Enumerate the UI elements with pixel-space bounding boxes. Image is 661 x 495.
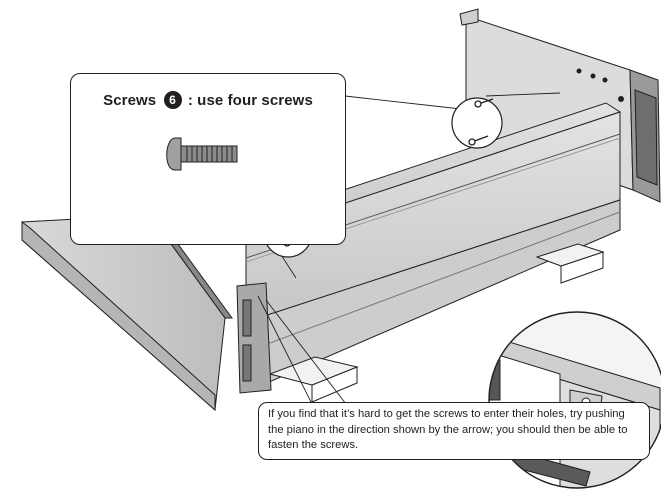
screw-icon bbox=[468, 98, 494, 146]
leg-bracket bbox=[236, 282, 272, 394]
foot-block-back bbox=[535, 243, 605, 284]
foot-block-front bbox=[268, 356, 359, 403]
screw-icon bbox=[166, 137, 238, 171]
screw-callout-title: Screws 6 : use four screws bbox=[71, 91, 345, 109]
screw-callout-suffix: : use four screws bbox=[187, 92, 313, 109]
assembly-tip-text: If you find that it’s hard to get the sc… bbox=[268, 408, 628, 451]
screw-magnifier-right bbox=[451, 97, 503, 149]
part-number-badge: 6 bbox=[163, 91, 182, 109]
screw-label: Screws bbox=[103, 92, 157, 109]
assembly-tip-note: If you find that it’s hard to get the sc… bbox=[258, 402, 650, 460]
screw-callout: Screws 6 : use four screws bbox=[70, 73, 346, 245]
